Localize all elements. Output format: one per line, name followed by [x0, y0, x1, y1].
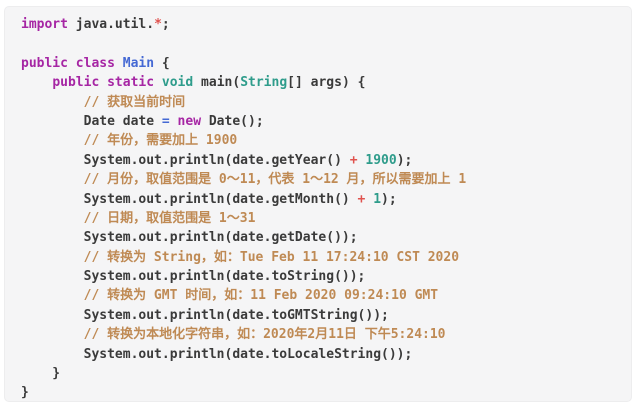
code-block: import java.util.*; public class Main { …	[21, 15, 615, 401]
code-token-keyword: public	[52, 75, 100, 91]
code-line: System.out.println(date.getDate());	[21, 228, 615, 247]
code-token-plain: {	[154, 55, 170, 71]
code-token-plain	[21, 211, 84, 226]
code-line: // 月份，取值范围是 0～11，代表 1～12 月，所以需要加上 1	[21, 170, 615, 189]
code-token-plain: Date();	[201, 113, 264, 129]
code-line: import java.util.*;	[21, 15, 615, 34]
code-token-plain: main(	[193, 75, 241, 91]
code-line: }	[21, 383, 615, 401]
code-line: System.out.println(date.toGMTString());	[21, 306, 615, 325]
code-token-plain: System.out.println(date.toString());	[21, 269, 366, 285]
code-token-plain	[99, 75, 107, 90]
code-token-keyword: class	[75, 55, 115, 71]
code-token-comment: // 日期，取值范围是 1～31	[83, 210, 256, 226]
code-token-comment: // 获取当前时间	[83, 94, 186, 110]
code-token-plain: );	[396, 152, 413, 168]
code-token-plain	[21, 75, 52, 90]
code-line: }	[21, 364, 615, 383]
code-token-plain: System.out.println(date.toGMTString());	[21, 307, 389, 323]
code-line: // 年份，需要加上 1900	[21, 131, 615, 150]
code-token-plain: }	[21, 385, 29, 401]
code-token-plain: System.out.println(date.getYear()	[21, 152, 350, 168]
code-line: // 转换为 GMT 时间，如：11 Feb 2020 09:24:10 GMT	[21, 286, 615, 305]
code-token-keyword: public	[21, 55, 68, 71]
code-token-plain	[21, 172, 84, 187]
code-token-plain: );	[381, 191, 397, 207]
code-token-plain	[154, 75, 162, 90]
code-token-keyword: static	[107, 75, 155, 91]
code-line: // 转换为 String，如：Tue Feb 11 17:24:10 CST …	[21, 248, 615, 267]
code-token-plain: System.out.println(date.getDate());	[21, 230, 358, 246]
code-line: // 转换为本地化字符串，如：2020年2月11日 下午5:24:10	[21, 325, 615, 344]
code-token-plain	[21, 327, 84, 342]
code-token-plain: Date date	[21, 113, 162, 129]
code-token-operator: *	[154, 17, 162, 32]
code-token-comment: // 月份，取值范围是 0～11，代表 1～12 月，所以需要加上 1	[83, 172, 467, 188]
code-line: System.out.println(date.getMonth() + 1);	[21, 190, 615, 209]
code-token-operator: +	[357, 191, 366, 207]
code-line: System.out.println(date.toLocaleString()…	[21, 345, 615, 364]
code-token-comment: // 转换为 GMT 时间，如：11 Feb 2020 09:24:10 GMT	[83, 288, 439, 304]
code-token-type: 1900	[365, 152, 397, 168]
code-token-plain	[21, 288, 84, 303]
code-line: // 获取当前时间	[21, 93, 615, 112]
code-token-plain: java.util.	[67, 17, 155, 32]
code-token-plain	[68, 56, 76, 71]
code-line: public class Main {	[21, 54, 615, 73]
code-token-type: String	[240, 75, 288, 91]
code-token-plain: }	[21, 366, 61, 382]
code-token-comment: // 转换为 String，如：Tue Feb 11 17:24:10 CST …	[83, 249, 460, 265]
code-token-type: void	[161, 75, 194, 91]
code-token-keyword: import	[21, 17, 68, 32]
code-token-comment: // 转换为本地化字符串，如：2020年2月11日 下午5:24:10	[83, 327, 446, 343]
code-token-plain: System.out.println(date.toLocaleString()…	[21, 346, 413, 362]
code-token-keyword: new	[177, 113, 202, 129]
code-token-title: Main	[122, 55, 155, 71]
code-line: System.out.println(date.toString());	[21, 267, 615, 286]
code-line: public static void main(String[] args) {	[21, 73, 615, 92]
code-token-type: 1	[373, 191, 382, 207]
code-token-plain: System.out.println(date.getMonth()	[21, 191, 358, 207]
code-line: // 日期，取值范围是 1～31	[21, 209, 615, 228]
code-line	[21, 34, 615, 53]
code-token-plain	[170, 114, 178, 129]
code-token-plain	[21, 250, 84, 265]
code-token-assign: =	[161, 113, 170, 129]
code-token-plain	[21, 133, 84, 148]
code-token-plain: [] args) {	[287, 75, 366, 91]
code-card: import java.util.*; public class Main { …	[4, 6, 632, 402]
code-token-plain: ;	[161, 17, 170, 32]
code-token-plain	[115, 56, 123, 71]
code-line: System.out.println(date.getYear() + 1900…	[21, 151, 615, 170]
code-line: Date date = new Date();	[21, 112, 615, 131]
code-token-operator: +	[349, 152, 358, 168]
code-token-plain	[21, 95, 84, 110]
code-token-comment: // 年份，需要加上 1900	[83, 133, 238, 149]
